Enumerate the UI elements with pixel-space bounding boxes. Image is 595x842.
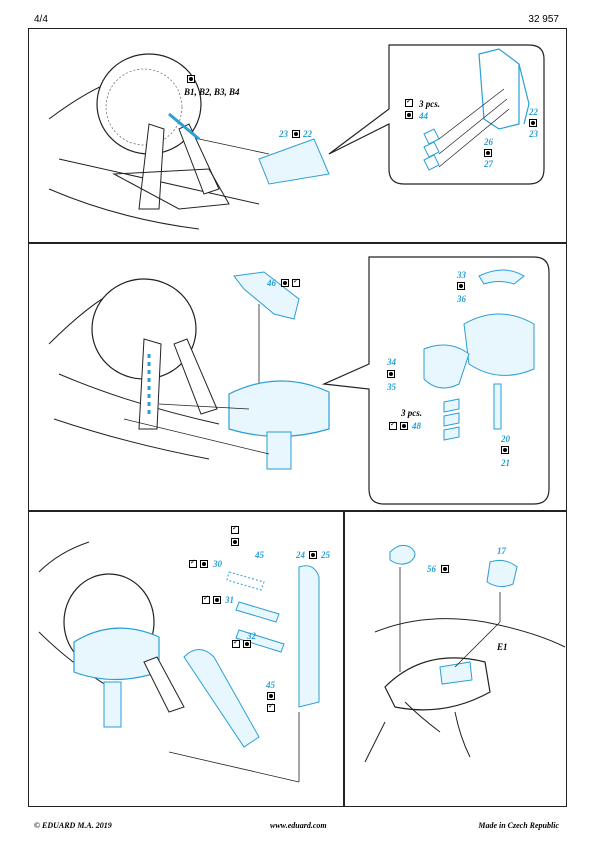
part-23-inset-label: 23: [529, 129, 538, 139]
panel-step-4: 56 17 E1: [344, 511, 567, 807]
part-21-label: 21: [501, 458, 510, 468]
glue-icon: [189, 558, 197, 568]
paint-icon: [457, 282, 465, 290]
part-25-label: 25: [321, 550, 330, 560]
glue-icon: [389, 420, 397, 430]
part-17-label: 17: [497, 546, 506, 556]
part-35-label: 35: [387, 382, 396, 392]
part-34-label: 34: [387, 357, 396, 367]
part-48-label: 48: [412, 421, 421, 431]
qty-label: 3 pcs.: [401, 408, 422, 418]
panel-step-1: B1, B2, B3, B4 23 22 3 pcs. 44 22 23 26 …: [28, 28, 567, 243]
paint-icon: [231, 538, 239, 546]
part-22-inset-label: 22: [529, 107, 538, 117]
origin: Made in Czech Republic: [478, 821, 559, 830]
paint-icon: [387, 370, 395, 378]
part-26-label: 26: [484, 137, 493, 147]
paint-icon: [213, 596, 221, 604]
part-24-label: 24: [296, 550, 305, 560]
panel-4-drawing: [364, 544, 566, 763]
paint-icon: [529, 119, 537, 127]
part-32-label: 32: [247, 631, 256, 641]
glue-icon: [267, 702, 275, 712]
paint-icon: [400, 422, 408, 430]
panel-step-2: 46 33 36 34 35 3 pcs. 48 20 21: [28, 243, 567, 511]
part-31-label: 31: [225, 595, 234, 605]
part-27-label: 27: [484, 159, 493, 169]
part-22-label: 22: [303, 129, 312, 139]
part-23-label: 23: [279, 129, 288, 139]
website: www.eduard.com: [270, 821, 327, 830]
part-36-label: 36: [457, 294, 466, 304]
kit-code: 32 957: [528, 14, 559, 25]
paint-icon: [309, 551, 317, 559]
glue-icon: [202, 594, 210, 604]
part-30-label: 30: [213, 559, 222, 569]
glue-icon: [231, 524, 239, 534]
panel-3-drawing: [38, 541, 320, 783]
glue-icon: [292, 277, 300, 287]
page-number: 4/4: [34, 14, 48, 25]
part-20-label: 20: [501, 434, 510, 444]
variant-label: B1, B2, B3, B4: [184, 87, 240, 97]
paint-icon: [405, 111, 413, 119]
paint-icon: [501, 446, 509, 454]
paint-icon: [484, 149, 492, 157]
part-45a-label: 45: [255, 550, 264, 560]
paint-icon: [200, 560, 208, 568]
glue-icon: [232, 638, 240, 648]
part-46-label: 46: [267, 278, 276, 288]
part-44-label: 44: [419, 111, 428, 121]
paint-icon: [243, 640, 251, 648]
copyright: © EDUARD M.A. 2019: [34, 821, 112, 830]
panel-2-drawing: [48, 256, 550, 505]
paint-icon: [187, 75, 195, 83]
paint-icon: [281, 279, 289, 287]
paint-icon: [292, 130, 300, 138]
paint-icon: [267, 692, 275, 700]
panel-step-3: 45 24 25 30 31 32 45: [28, 511, 344, 807]
qty-label: 3 pcs.: [419, 99, 440, 109]
glue-icon: [405, 97, 413, 107]
label-e1: E1: [497, 642, 508, 652]
part-45b-label: 45: [266, 680, 275, 690]
part-33-label: 33: [457, 270, 466, 280]
paint-icon: [441, 565, 449, 573]
part-56-label: 56: [427, 564, 436, 574]
